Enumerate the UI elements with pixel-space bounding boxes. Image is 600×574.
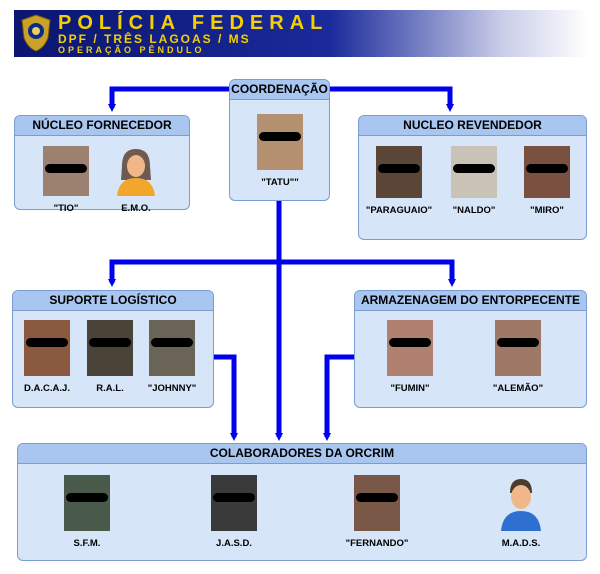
censored-photo [64,475,110,531]
member-label: "TATU"" [261,177,299,188]
node-armazenagem: ARMAZENAGEM DO ENTORPECENTE "FUMIN" "ALE… [354,290,587,408]
censored-photo [149,320,195,376]
node-colaboradores: COLABORADORES DA ORCRIM S.F.M. J.A.S.D. … [17,443,587,561]
member-label: "FUMIN" [390,383,430,394]
member-johnny: "JOHNNY" [137,320,207,394]
operation-name: OPERAÇÃO PÊNDULO [58,45,205,55]
connector-logistico-colaboradores [214,354,238,441]
agency-subtitle: DPF / TRÊS LAGOAS / MS [58,32,251,46]
member-label: S.F.M. [73,538,101,549]
censor-bar [45,164,87,173]
censor-bar [213,493,255,502]
node-fornecedor: NÚCLEO FORNECEDOR "TIO" E.M.O. [14,115,190,214]
member-label: "MIRO" [530,205,564,216]
connector-coord-logistico [108,259,279,287]
connector-coord-armazenagem [279,259,456,287]
connector-coord-fornecedor [108,86,230,112]
header-banner: POLÍCIA FEDERAL DPF / TRÊS LAGOAS / MS O… [14,10,588,57]
member-fumin: "FUMIN" [375,320,445,394]
node-coordenacao: COORDENAÇÃO "TATU"" [229,79,330,201]
censor-bar [356,493,398,502]
member-dacaj: D.A.C.A.J. [12,320,82,394]
member-emo: E.M.O. [101,146,171,214]
node-title: SUPORTE LOGÍSTICO [13,291,213,311]
member-label: "PARAGUAIO" [365,205,433,216]
node-title: NUCLEO REVENDEDOR [359,116,586,136]
member-label: R.A.L. [96,383,124,394]
member-mads: M.A.D.S. [486,475,556,549]
member-fernando: "FERNANDO" [342,475,412,549]
censor-bar [151,338,193,347]
censor-bar [389,338,431,347]
node-title: COLABORADORES DA ORCRIM [18,444,586,464]
member-label: M.A.D.S. [501,538,541,549]
node-title: NÚCLEO FORNECEDOR [15,116,189,136]
censored-photo [354,475,400,531]
node-revendedor: NUCLEO REVENDEDOR "PARAGUAIO" "NALDO" "M… [358,115,587,240]
member-label: "TIO" [53,203,79,214]
member-tatu: "TATU"" [245,114,315,188]
censored-photo [451,146,497,198]
police-badge-icon [21,14,51,52]
node-logistico: SUPORTE LOGÍSTICO D.A.C.A.J. R.A.L. "JOH… [12,290,214,408]
agency-title: POLÍCIA FEDERAL [58,12,329,34]
censored-photo [211,475,257,531]
member-label: E.M.O. [121,203,151,214]
member-label: D.A.C.A.J. [24,383,70,394]
male-avatar-icon [501,479,541,531]
censor-bar [453,164,495,173]
member-alemao: "ALEMÃO" [483,320,553,394]
censored-photo [495,320,541,376]
member-jasd: J.A.S.D. [199,475,269,549]
member-sfm: S.F.M. [52,475,122,549]
member-label: "NALDO" [452,205,496,216]
member-paraguaio: "PARAGUAIO" [364,146,434,216]
censored-photo [87,320,133,376]
censor-bar [89,338,131,347]
censored-photo [24,320,70,376]
member-ral: R.A.L. [75,320,145,394]
node-title: ARMAZENAGEM DO ENTORPECENTE [355,291,586,311]
connector-armazenagem-colaboradores [323,354,354,441]
censored-photo [257,114,303,170]
member-label: J.A.S.D. [216,538,252,549]
member-label: "FERNANDO" [345,538,409,549]
member-label: "ALEMÃO" [492,383,544,394]
censor-bar [526,164,568,173]
member-tio: "TIO" [31,146,101,214]
censor-bar [259,132,301,141]
censor-bar [497,338,539,347]
censored-photo [43,146,89,196]
connector-coord-revendedor [330,86,454,112]
female-avatar-icon [117,149,155,196]
member-miro: "MIRO" [512,146,582,216]
member-naldo: "NALDO" [439,146,509,216]
node-title: COORDENAÇÃO [230,80,329,100]
censor-bar [378,164,420,173]
censored-photo [387,320,433,376]
censor-bar [66,493,108,502]
censored-photo [376,146,422,198]
censored-photo [524,146,570,198]
member-label: "JOHNNY" [147,383,197,394]
censor-bar [26,338,68,347]
